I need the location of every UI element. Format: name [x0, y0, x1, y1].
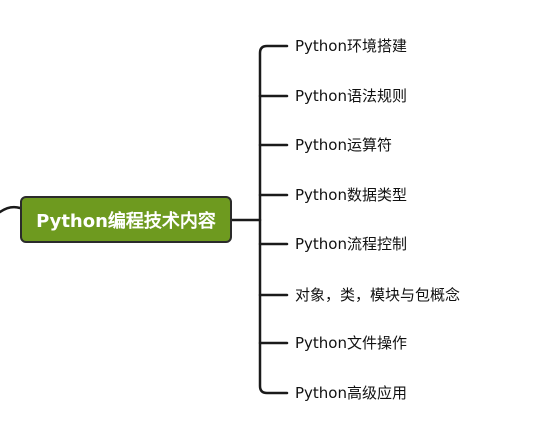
branch-label-environment-setup[interactable]: Python环境搭建 — [295, 37, 407, 55]
parent-connector-line — [0, 205, 22, 214]
branch-label-operators[interactable]: Python运算符 — [295, 136, 392, 154]
branch-label-advanced-applications[interactable]: Python高级应用 — [295, 384, 407, 402]
central-topic-node[interactable]: Python编程技术内容 — [20, 196, 232, 243]
branch-label-syntax-rules[interactable]: Python语法规则 — [295, 87, 407, 105]
central-topic-label: Python编程技术内容 — [36, 210, 216, 232]
branch-label-flow-control[interactable]: Python流程控制 — [295, 235, 407, 253]
branch-label-objects-classes-modules[interactable]: 对象，类，模块与包概念 — [295, 286, 461, 304]
branch-trunk-line — [258, 44, 289, 395]
branch-label-file-operations[interactable]: Python文件操作 — [295, 334, 407, 352]
branch-label-data-types[interactable]: Python数据类型 — [295, 186, 407, 204]
